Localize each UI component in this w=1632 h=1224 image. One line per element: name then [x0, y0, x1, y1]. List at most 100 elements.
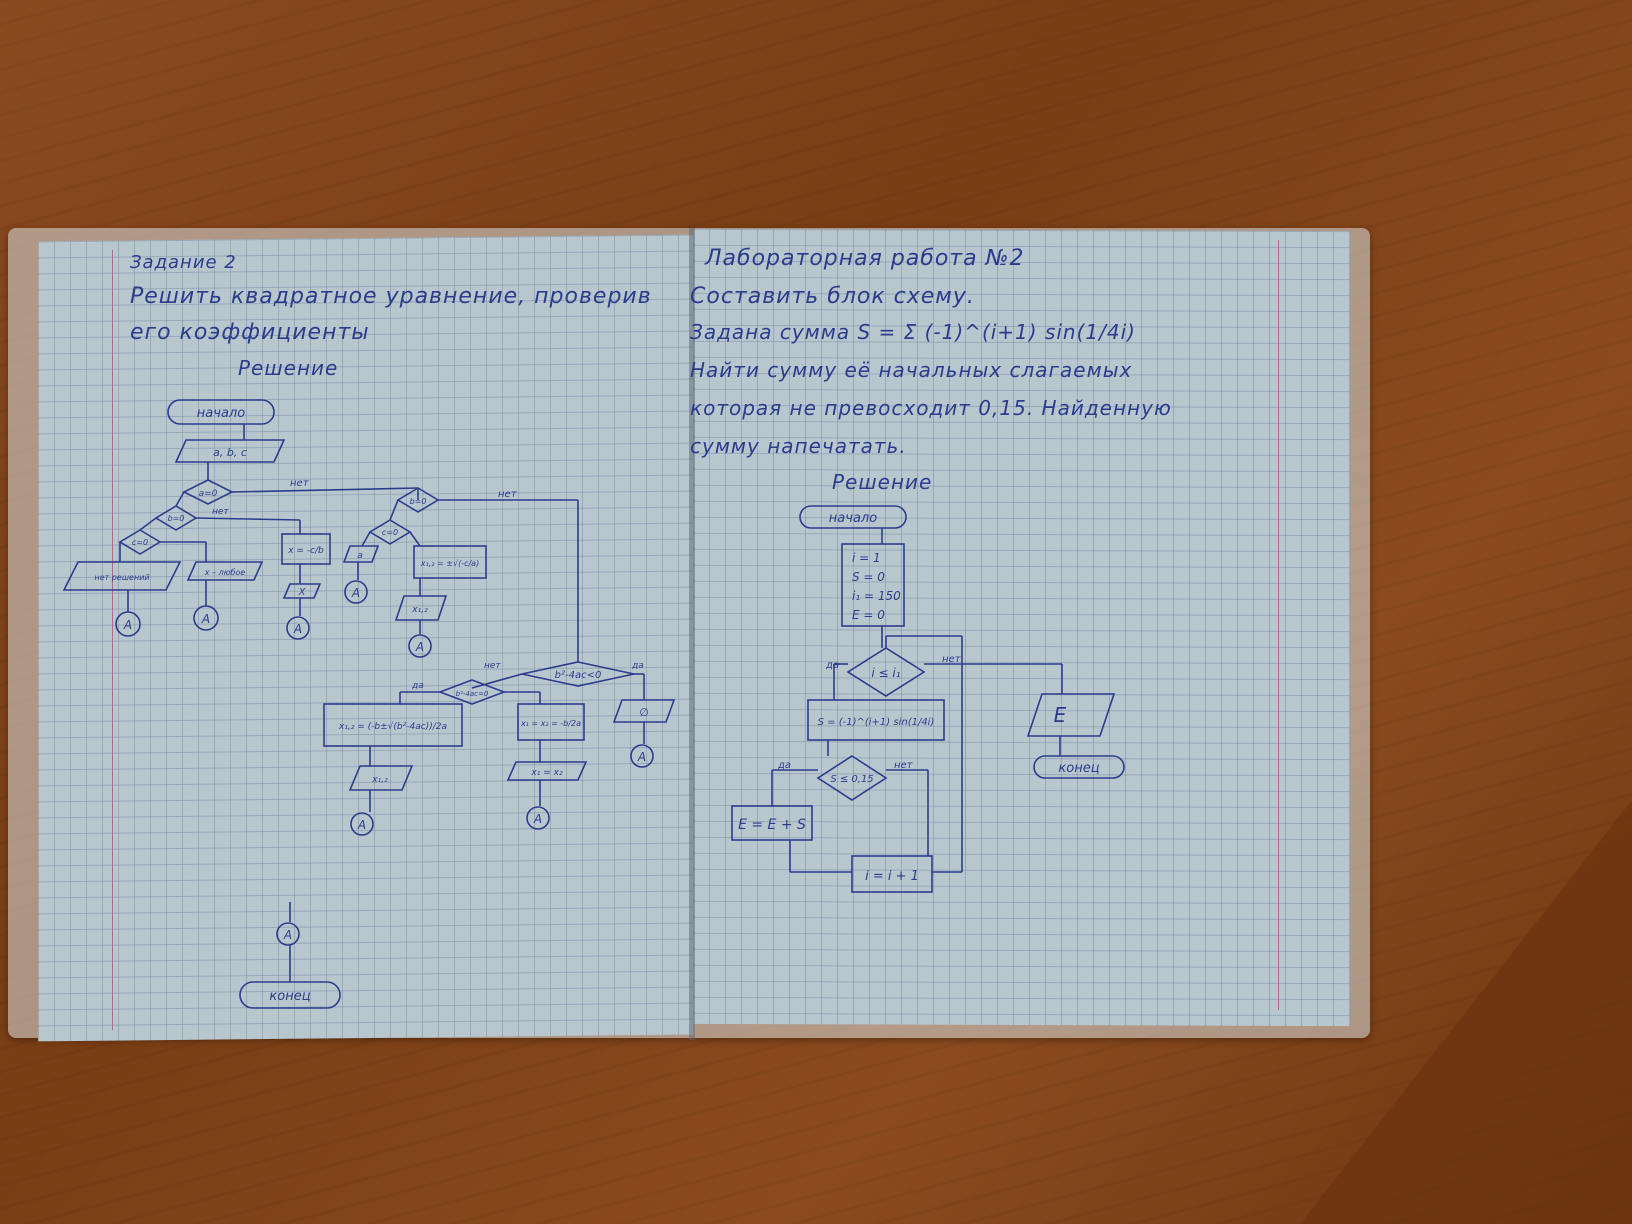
rf-no-label: нет	[942, 654, 962, 665]
rf-init-s: S = 0	[852, 570, 885, 584]
rf-init-i: i = 1	[852, 551, 881, 565]
lf-connector-1	[115, 611, 141, 637]
lf-start-label: начало	[197, 406, 245, 421]
lf-cond5-label: c=0	[382, 528, 398, 537]
rf-end-label: конец	[1058, 761, 1099, 776]
rf-output	[1026, 693, 1116, 737]
rf-accum-box	[731, 805, 813, 841]
flow-edge	[139, 517, 157, 531]
rf-start-label: начало	[829, 511, 877, 526]
flow-edge	[389, 499, 399, 521]
rf-cond	[846, 647, 926, 697]
lf-out-x12	[394, 595, 448, 621]
lf-yes-label-2: да	[411, 681, 424, 691]
rf-incr-box	[851, 855, 933, 893]
right-margin-line	[1278, 240, 1279, 1010]
rf-cond2-label: S ≤ 0,15	[830, 774, 873, 785]
lf-no-label: нет	[290, 478, 310, 489]
lf-out-single	[506, 761, 588, 781]
flow-label: A	[123, 618, 132, 632]
lf-no-label-3: нет	[498, 489, 518, 500]
lf-disc-zero	[437, 679, 507, 705]
lf-connector-2	[193, 605, 219, 631]
flow-label: A	[351, 586, 360, 600]
task-line-5: сумму напечатать.	[690, 434, 907, 458]
flow-edge	[195, 517, 301, 521]
rf-cond2	[816, 755, 888, 801]
rf-end-terminal	[1033, 755, 1125, 779]
rf-yes-label: да	[825, 660, 839, 671]
rf-output-label: E	[1054, 703, 1067, 727]
lf-cond2-label: b=0	[168, 514, 185, 523]
lf-connector-4	[344, 580, 368, 604]
lf-connector-3	[286, 616, 310, 640]
lf-no-label-2: нет	[212, 507, 229, 517]
lf-connector-final	[276, 922, 300, 946]
lf-roots-label: x₁,₂ = (-b±√(b²-4ac))/2a	[338, 721, 447, 732]
flow-label: X	[298, 587, 307, 598]
flow-label: A	[293, 622, 302, 636]
lf-linear-label: x = -c/b	[287, 546, 324, 556]
flow-edge	[471, 673, 523, 689]
flow-label: x₁ = x₂	[530, 768, 563, 778]
lf-x12-box	[413, 545, 487, 579]
task-text-1: Решить квадратное уравнение, проверив	[130, 284, 652, 309]
solution-heading-right: Решение	[832, 470, 933, 494]
flow-edge	[231, 487, 419, 493]
task-line-4: которая не превосходит 0,15. Найденную	[690, 396, 1172, 420]
lf-input-label: a, b, c	[213, 446, 247, 459]
lf-cond3	[118, 529, 162, 555]
lf-out-neg	[612, 699, 676, 723]
rf-yes-label-2: да	[777, 760, 791, 771]
rf-init-e: E = 0	[852, 608, 885, 622]
lf-cond4	[396, 487, 440, 513]
lf-linear-box	[281, 533, 331, 565]
rf-init-n: i₁ = 150	[852, 589, 901, 603]
lf-start-terminal	[167, 399, 275, 425]
rf-no-label-2: нет	[894, 760, 914, 771]
notebook-spine	[689, 228, 695, 1040]
lf-roots-box	[323, 703, 463, 747]
lf-disc-check	[521, 661, 635, 687]
lf-cond1-label: a=0	[199, 489, 218, 499]
lf-disc-zero-label: b²-4ac=0	[456, 690, 489, 698]
flow-edge	[175, 491, 185, 507]
flow-edge	[361, 531, 371, 547]
rf-formula-box	[807, 699, 945, 741]
flow-label: A	[533, 812, 542, 826]
lf-input	[174, 439, 286, 463]
task-text-2: его коэффициенты	[130, 320, 370, 345]
flow-label: x₁,₂	[371, 775, 388, 785]
rf-cond-label: i ≤ i₁	[871, 666, 900, 680]
rf-accum-label: E = E + S	[738, 817, 806, 833]
lf-cond1	[182, 479, 234, 505]
lf-cond4-label: b=0	[410, 497, 427, 506]
flow-label: ∅	[639, 706, 649, 719]
task-line-1: Составить блок схему.	[690, 284, 975, 309]
flow-label: x₁,₂	[411, 605, 428, 615]
lf-connector-6	[630, 744, 654, 768]
lf-disc-check-label: b²-4ac<0	[555, 670, 602, 681]
lf-single-label: x₁ = x₂ = -b/2a	[520, 719, 581, 728]
solution-heading-left: Решение	[238, 356, 339, 380]
left-margin-line	[112, 250, 113, 1030]
lf-no-label-4: нет	[484, 661, 501, 671]
flow-edge	[409, 531, 421, 547]
lf-cond5	[368, 519, 412, 545]
flow-label: A	[415, 640, 424, 654]
lf-out-inf-label: x – любое	[204, 568, 245, 577]
lf-cond2	[154, 505, 198, 531]
rf-formula-label: S = (-1)^(i+1) sin(1/4i)	[818, 717, 935, 728]
rf-incr-label: i = i + 1	[865, 869, 919, 884]
lf-end-terminal	[239, 981, 341, 1009]
lf-out-none-label: нет решений	[94, 573, 149, 582]
lf-x12-label: x₁,₂ = ±√(-c/a)	[420, 559, 479, 568]
flow-label: a	[357, 551, 363, 561]
flow-label: A	[357, 818, 366, 832]
task-title: Задание 2	[130, 252, 237, 273]
lf-cond3-label: c=0	[132, 538, 148, 547]
lf-single-box	[517, 703, 585, 741]
lf-out-x	[282, 583, 322, 599]
